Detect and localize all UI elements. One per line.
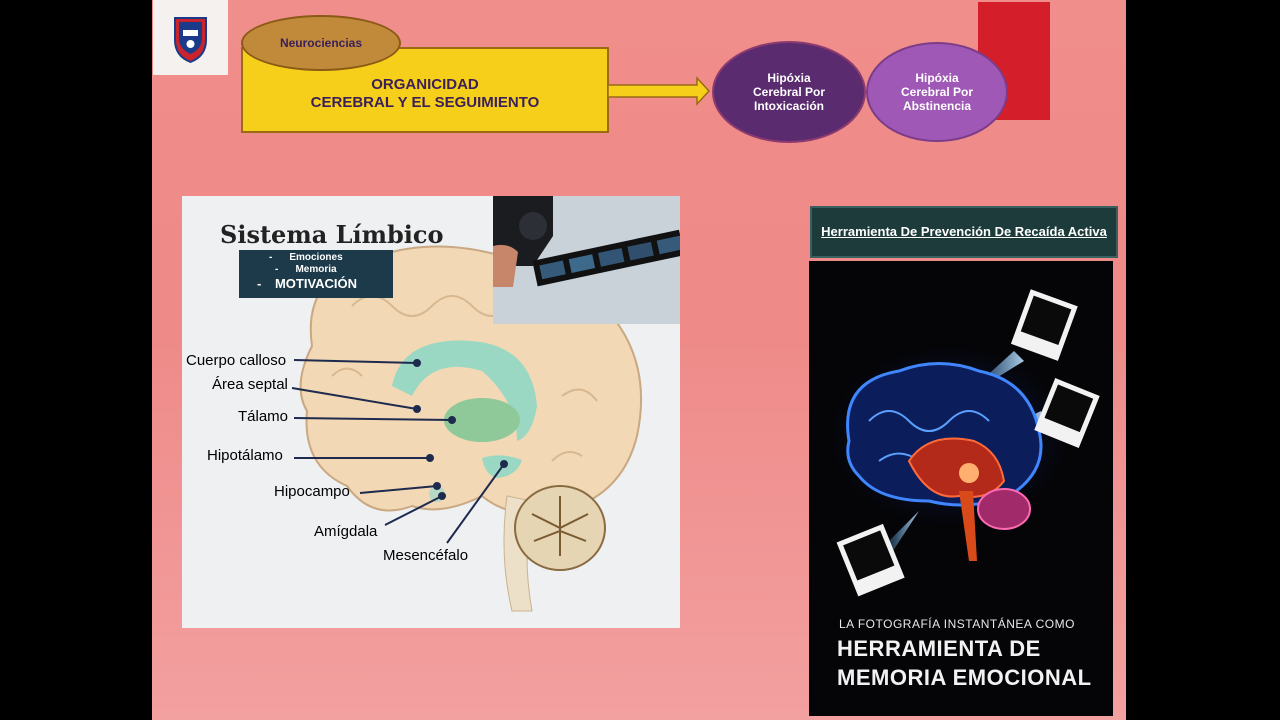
poster-subtitle: LA FOTOGRAFÍA INSTANTÁNEA COMO xyxy=(839,617,1075,631)
poster-title: HERRAMIENTA DE MEMORIA EMOCIONAL xyxy=(837,636,1092,690)
instant-photo-poster: LA FOTOGRAFÍA INSTANTÁNEA COMO HERRAMIEN… xyxy=(809,261,1113,716)
limbic-functions-box: -Emociones -Memoria -MOTIVACIÓN xyxy=(239,250,393,298)
limbic-item-memoria: Memoria xyxy=(295,264,337,275)
organicidad-title: ORGANICIDAD CEREBRAL Y EL SEGUIMIENTO xyxy=(310,76,540,111)
label-cuerpo-calloso: Cuerpo calloso xyxy=(186,352,286,369)
film-camera-photo xyxy=(493,196,680,324)
label-hipocampo: Hipocampo xyxy=(274,483,350,500)
limbic-item-emociones: Emociones xyxy=(289,252,343,263)
university-logo xyxy=(153,0,228,75)
label-area-septal: Área septal xyxy=(212,376,288,393)
limbic-title: Sistema Límbico xyxy=(220,220,444,249)
limbic-system-panel: Cuerpo calloso Área septal Tálamo Hipotá… xyxy=(182,196,680,628)
arrow-right-icon xyxy=(607,76,711,106)
slide: ORGANICIDAD CEREBRAL Y EL SEGUIMIENTO Ne… xyxy=(152,0,1126,720)
label-hipotalamo: Hipotálamo xyxy=(207,447,283,464)
neurociencias-oval: Neurociencias xyxy=(241,15,401,71)
label-mesencefalo: Mesencéfalo xyxy=(383,547,468,564)
glowing-brain-illustration xyxy=(829,289,1100,597)
limbic-item-motivacion: MOTIVACIÓN xyxy=(274,276,358,291)
prevention-tool-header: Herramienta De Prevención De Recaída Act… xyxy=(810,206,1118,258)
hipoxia-abstinencia-circle: Hipóxia Cerebral Por Abstinencia xyxy=(866,42,1008,142)
label-amigdala: Amígdala xyxy=(314,523,378,540)
label-talamo: Tálamo xyxy=(238,408,288,425)
hipoxia-intoxicacion-circle: Hipóxia Cerebral Por Intoxicación xyxy=(712,41,866,143)
